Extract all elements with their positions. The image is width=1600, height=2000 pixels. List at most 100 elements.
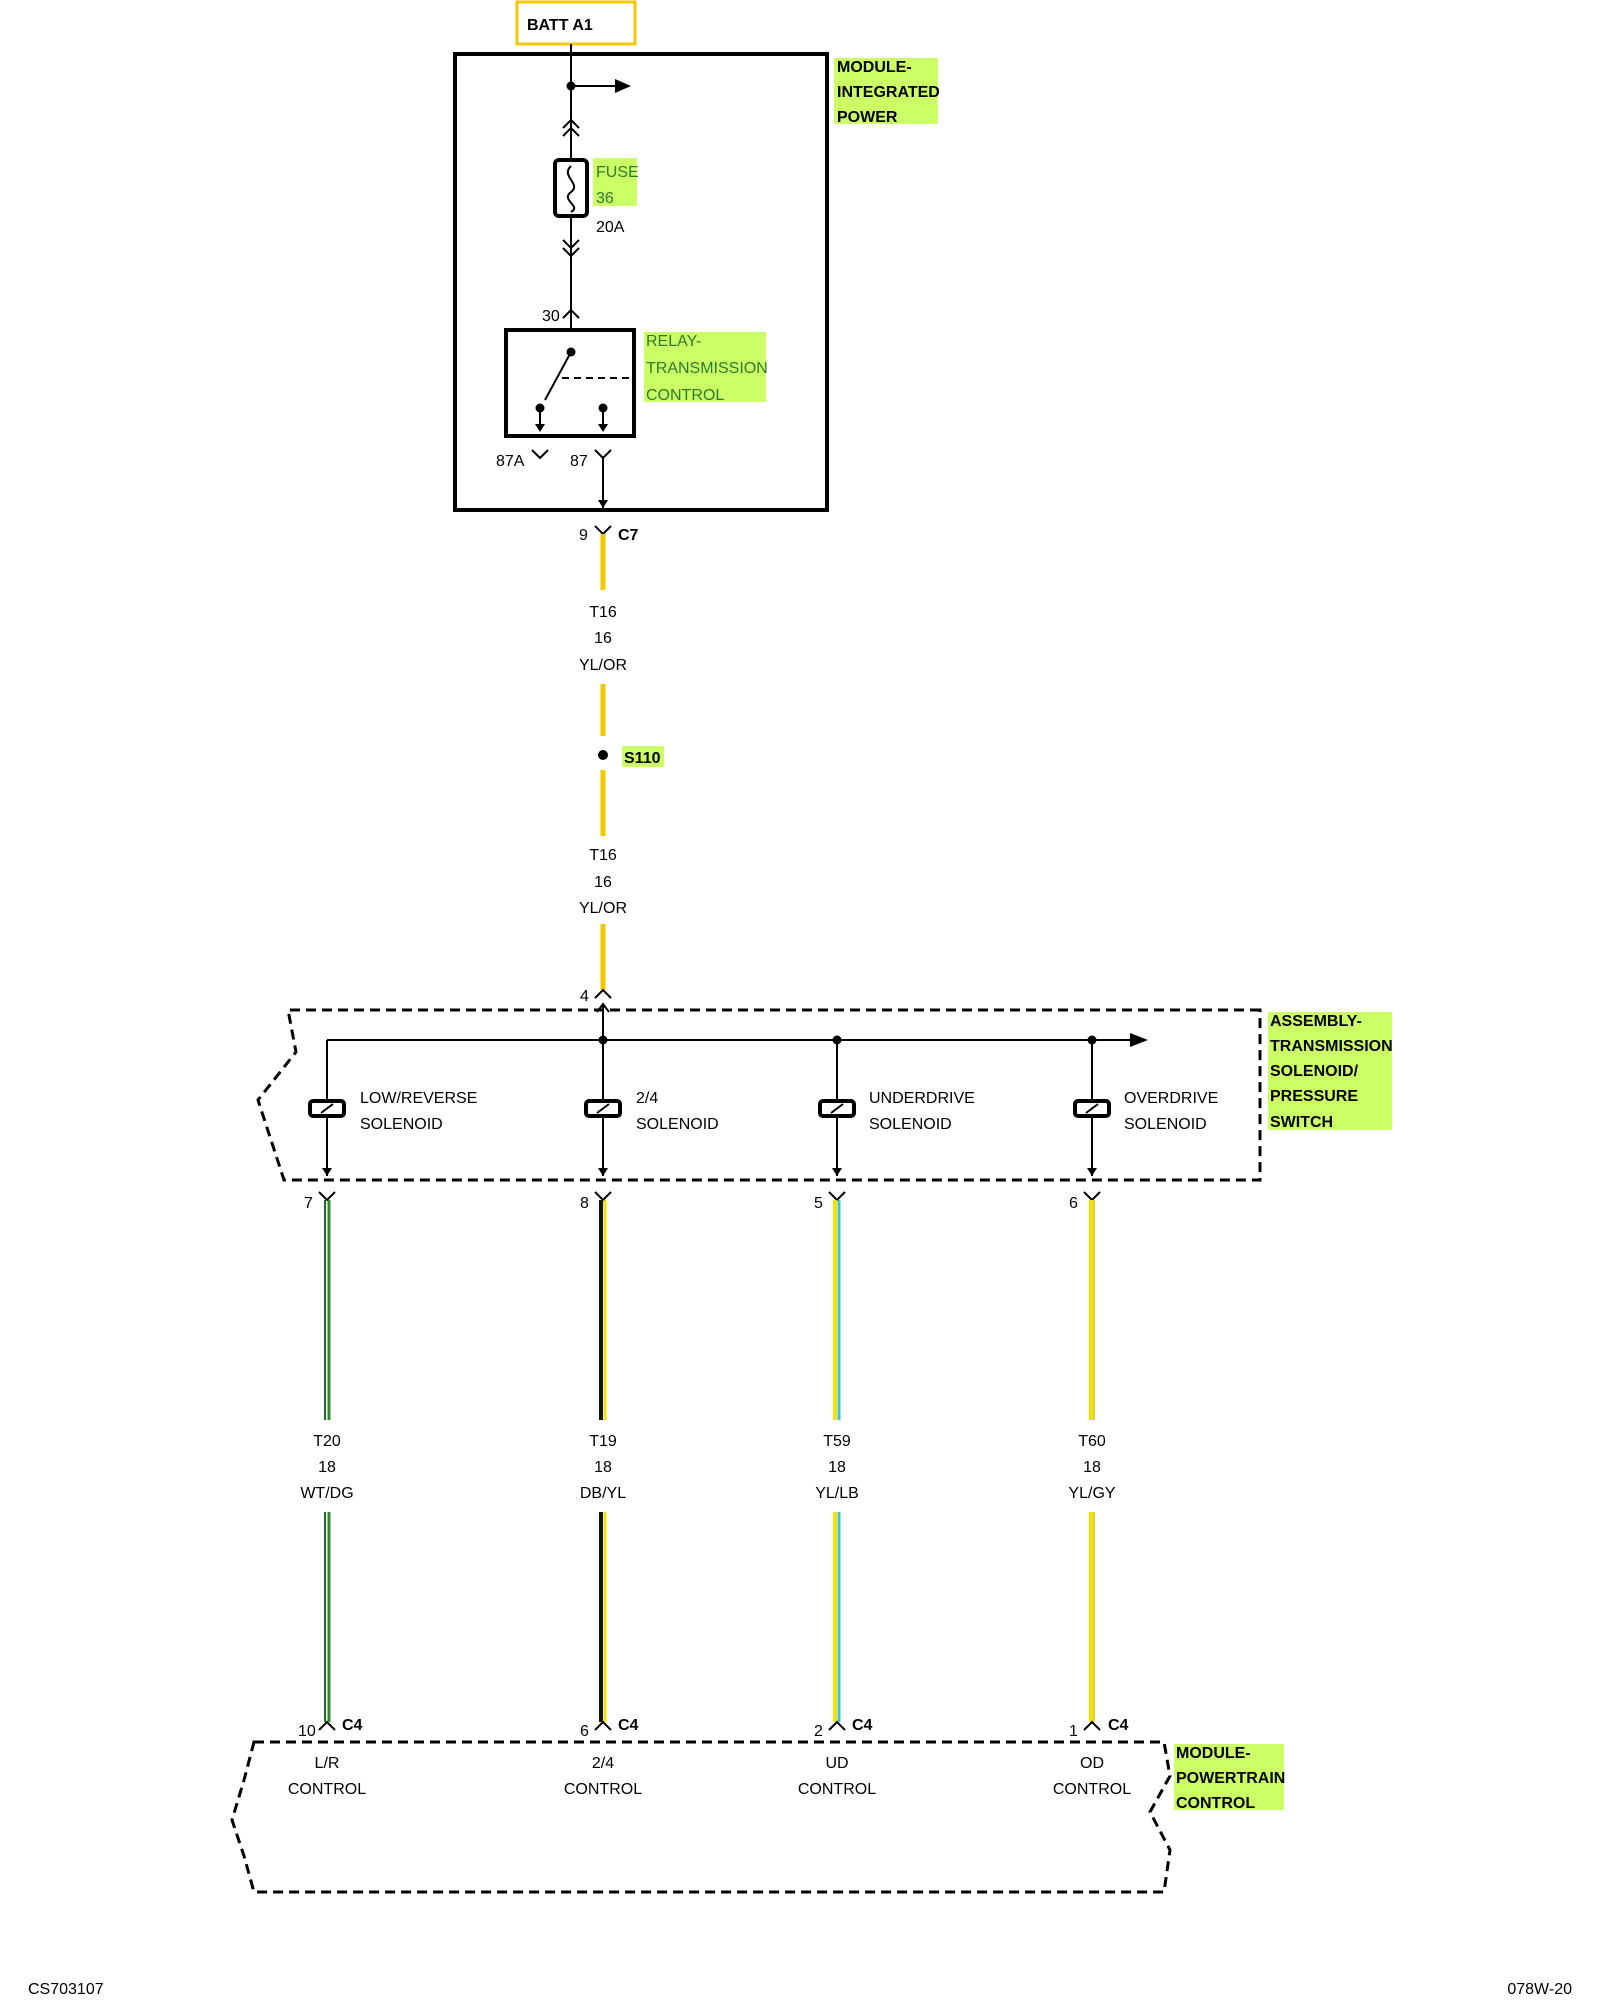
wire-t20-gauge: 18 <box>318 1459 336 1476</box>
control-wire-t60: T60 18 YL/GY <box>1068 1200 1116 1722</box>
assembly-name-highlight <box>1268 1012 1392 1130</box>
ipm-name-line-2: INTEGRATED <box>837 84 940 101</box>
control-wire-t59: T59 18 YL/LB <box>815 1200 859 1722</box>
assembly-input-terminal-icon <box>594 988 612 999</box>
battery-feed <box>566 44 631 160</box>
wire-t60-gauge: 18 <box>1083 1459 1101 1476</box>
c4-pin-1: 1 <box>1069 1723 1078 1740</box>
assembly-pin-7: 7 <box>304 1195 313 1212</box>
assembly-pin-6: 6 <box>1069 1195 1078 1212</box>
relay-body <box>504 328 636 438</box>
feed-arrow-icon <box>615 79 631 93</box>
assembly-name-line-1: ASSEMBLY- <box>1270 1013 1362 1030</box>
c4-pin-10-icon <box>318 1720 336 1731</box>
relay-pin-87a: 87A <box>496 453 525 470</box>
c4-name-3: C4 <box>852 1717 873 1734</box>
assembly-name-line-2: TRANSMISSION <box>1270 1038 1393 1055</box>
c4-name-1: C4 <box>342 1717 363 1734</box>
pcm-outline <box>230 1740 1172 1894</box>
feed-wire-t16: T16 16 YL/OR <box>579 534 627 736</box>
fuse-element-icon <box>566 165 576 213</box>
solenoid-2-4-label-2: SOLENOID <box>636 1116 719 1133</box>
wire-t20-circuit: T20 <box>313 1433 341 1450</box>
c7-name: C7 <box>618 527 639 544</box>
splice-name: S110 <box>624 750 661 767</box>
assembly-transmission-solenoid: 4 ASSEMBLY- TRANSMISSION SOLENOID/ PRESS… <box>256 988 1393 1212</box>
solenoid-2-4: 2/4 SOLENOID <box>584 1040 719 1176</box>
relay-name-line-3: CONTROL <box>646 387 724 404</box>
solenoid-low-reverse-label-1: LOW/REVERSE <box>360 1090 477 1107</box>
pcm-name-line-1: MODULE- <box>1176 1745 1251 1762</box>
assembly-pin-5: 5 <box>814 1195 823 1212</box>
relay-switch-arm <box>544 351 572 401</box>
wire-t19-color: DB/YL <box>580 1485 626 1502</box>
assembly-bus-arrow-icon <box>1130 1033 1148 1047</box>
assembly-input-pin: 4 <box>580 988 589 1005</box>
control-wire-t20: T20 18 WT/DG <box>300 1200 354 1722</box>
relay-pin-87: 87 <box>570 453 588 470</box>
ipm-name-line-1: MODULE- <box>837 59 912 76</box>
ipm-outline <box>453 52 829 512</box>
fuse-name-line-1: FUSE <box>596 164 639 181</box>
wire-t19-circuit: T19 <box>589 1433 617 1450</box>
pcm-ud-control-2: CONTROL <box>798 1781 876 1798</box>
pcm-name-line-2: POWERTRAIN <box>1176 1770 1285 1787</box>
pcm-24-control-2: CONTROL <box>564 1781 642 1798</box>
assembly-pin-6-icon <box>1083 1191 1101 1202</box>
c7-terminal-icon <box>594 525 612 536</box>
assembly-pin-5-icon <box>828 1191 846 1202</box>
solenoid-2-4-label-1: 2/4 <box>636 1090 658 1107</box>
fuse-36: FUSE 36 20A <box>553 118 639 310</box>
c4-name-4: C4 <box>1108 1717 1129 1734</box>
solenoid-low-reverse: LOW/REVERSE SOLENOID <box>308 1040 477 1176</box>
assembly-pin-7-icon <box>318 1191 336 1202</box>
splice-s110: S110 T16 16 YL/OR <box>579 746 664 990</box>
module-integrated-power: MODULE- INTEGRATED POWER <box>453 52 940 512</box>
c4-pin-2-icon <box>828 1720 846 1731</box>
solenoid-low-reverse-label-2: SOLENOID <box>360 1116 443 1133</box>
splice-dot <box>598 750 608 760</box>
ipm-name-highlight <box>834 58 938 124</box>
battery-label: BATT A1 <box>527 17 593 34</box>
assembly-pin-8: 8 <box>580 1195 589 1212</box>
connector-c4: 10 C4 6 C4 2 C4 1 C4 <box>298 1717 1129 1740</box>
solenoid-underdrive-label-2: SOLENOID <box>869 1116 952 1133</box>
relay-pin-87-icon <box>594 449 612 460</box>
fuse-rating: 20A <box>596 219 625 236</box>
pcm-lr-control-2: CONTROL <box>288 1781 366 1798</box>
c4-pin-6-icon <box>594 1720 612 1731</box>
solenoid-underdrive: UNDERDRIVE SOLENOID <box>818 1040 975 1176</box>
battery-tag-box <box>515 0 637 46</box>
c4-pin-1-icon <box>1083 1720 1101 1731</box>
solenoid-overdrive-label-1: OVERDRIVE <box>1124 1090 1218 1107</box>
assembly-name-line-4: PRESSURE <box>1270 1088 1358 1105</box>
fuse-body <box>553 158 589 218</box>
wire-t60-color: YL/GY <box>1068 1485 1115 1502</box>
fuse-top-terminal-icon <box>562 118 580 129</box>
pcm-24-control-1: 2/4 <box>592 1755 614 1772</box>
feed-wire-upper-circuit: T16 <box>589 604 617 621</box>
footer-right: 078W-20 <box>1507 1981 1572 1998</box>
connector-c7: 9 C7 <box>579 525 639 544</box>
feed-wire-upper-color: YL/OR <box>579 657 627 674</box>
assembly-name-line-3: SOLENOID/ <box>1270 1063 1359 1080</box>
wire-t20-color: WT/DG <box>300 1485 353 1502</box>
pcm-od-control-1: OD <box>1080 1755 1104 1772</box>
c4-pin-6: 6 <box>580 1723 589 1740</box>
wire-t59-color: YL/LB <box>815 1485 859 1502</box>
relay-name-line-1: RELAY- <box>646 333 701 350</box>
splice-name-highlight <box>622 746 664 767</box>
pcm-lr-control-1: L/R <box>315 1755 340 1772</box>
fuse-name-line-2: 36 <box>596 190 614 207</box>
solenoid-overdrive: OVERDRIVE SOLENOID <box>1073 1040 1218 1176</box>
battery-tag: BATT A1 <box>515 0 637 46</box>
relay-pin-87a-icon <box>531 449 549 460</box>
relay-name-highlight <box>644 332 766 402</box>
c4-name-2: C4 <box>618 1717 639 1734</box>
pcm-od-control-2: CONTROL <box>1053 1781 1131 1798</box>
solenoid-underdrive-label-1: UNDERDRIVE <box>869 1090 975 1107</box>
feed-wire-lower-circuit: T16 <box>589 847 617 864</box>
wire-t59-circuit: T59 <box>823 1433 851 1450</box>
wire-t59-gauge: 18 <box>828 1459 846 1476</box>
